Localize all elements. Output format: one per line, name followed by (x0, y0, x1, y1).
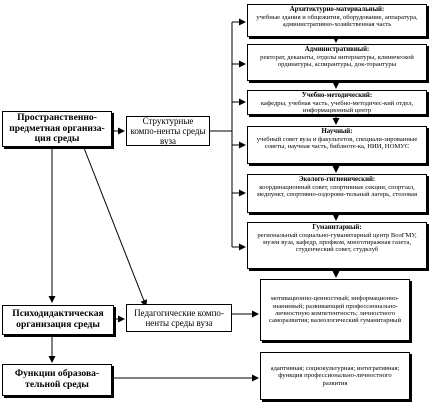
ecological-title: Эколого-гигиенический: (298, 176, 376, 183)
methodical-body: кафедры, учебная часть, учебно-методичес… (260, 99, 414, 114)
pedagogical-list-text: мотивационно-ценностный; информационно-з… (269, 295, 401, 325)
methodical-title: Учебно-методический: (301, 92, 373, 99)
administrative-title: Административный: (304, 46, 370, 53)
architectural-title: Архитектурно-материальный: (289, 6, 385, 13)
administrative-body: ректорат, деканаты, отделы интернатуры, … (260, 53, 414, 68)
scientific-body: учебный совет вуза и факультетов, специа… (256, 135, 418, 150)
architectural-body: учебные здания и общежития, оборудование… (256, 13, 418, 28)
pedagogical-components-box: Педагогические компо-ненты среды вуза (126, 304, 232, 332)
spatial-organization-label: Пространственно-предметная организа-ция … (9, 111, 105, 145)
pedagogical-components-label: Педагогические компо-ненты среды вуза (134, 307, 224, 328)
arrow-spatial-to-pedagogical (83, 147, 148, 307)
humanitarian-component-box: Гуманитарный: региональный социально-гум… (247, 222, 427, 269)
educational-functions-box: Функции образова-тельной среды (2, 364, 112, 396)
psychodidactic-organization-box: Психодидактическая организация среды (2, 305, 114, 335)
architectural-component-box: Архитектурно-материальный: учебные здани… (247, 4, 427, 37)
ecological-component-box: Эколого-гигиенический: координационный с… (247, 174, 427, 213)
humanitarian-title: Гуманитарный: (312, 224, 362, 231)
scientific-component-box: Научный: учебный совет вуза и факультето… (247, 126, 427, 164)
psychodidactic-organization-label: Психодидактическая организация среды (12, 308, 104, 330)
structural-components-label: Структурные компо-ненты среды вуза (130, 116, 206, 146)
scientific-title: Научный: (321, 128, 353, 135)
administrative-component-box: Административный: ректорат, деканаты, от… (247, 44, 427, 81)
ecological-body: координационный совет, спортивные секции… (256, 183, 417, 198)
structural-components-box: Структурные компо-ненты среды вуза (126, 116, 210, 146)
pedagogical-list-box: мотивационно-ценностный; информационно-з… (260, 279, 410, 341)
educational-functions-label: Функции образова-тельной среды (14, 368, 100, 390)
spatial-organization-box: Пространственно-предметная организа-ция … (2, 111, 112, 147)
methodical-component-box: Учебно-методический: кафедры, учебная ча… (247, 90, 427, 115)
functions-list-text: адаптивная; социокультурная; интегративн… (270, 364, 400, 387)
functions-list-box: адаптивная; социокультурная; интегративн… (260, 352, 410, 400)
humanitarian-body: региональный социально-гуманитарный цент… (257, 231, 417, 254)
